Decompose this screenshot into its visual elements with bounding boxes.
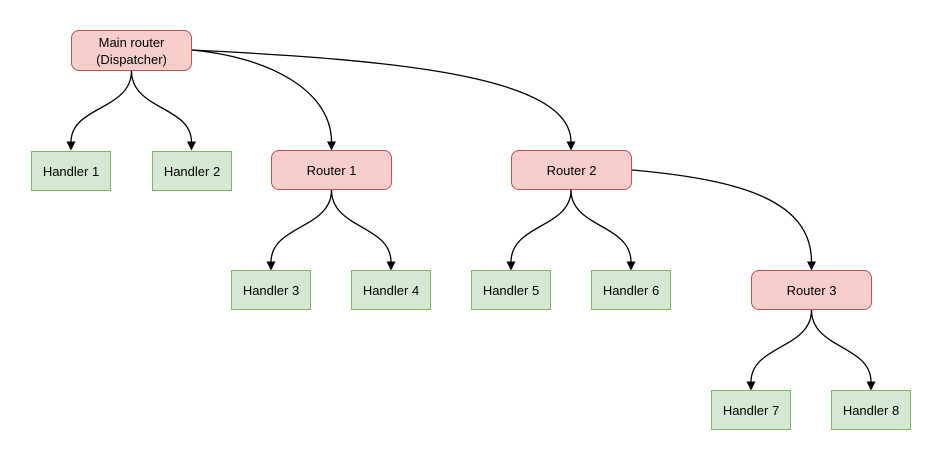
handler-8-label: Handler 8 [842,402,900,418]
node-handler-7[interactable]: Handler 7 [711,390,791,430]
router-3-label: Router 3 [786,282,837,298]
node-handler-1[interactable]: Handler 1 [31,151,111,191]
edge-router2-to-handler6 [570,189,636,271]
node-handler-8[interactable]: Handler 8 [831,390,911,430]
router-1-label: Router 1 [306,162,357,178]
node-router-3[interactable]: Router 3 [751,270,872,310]
main-router-label-line2: (Dispatcher) [96,51,167,67]
node-router-2[interactable]: Router 2 [511,150,632,190]
edge-main-to-handler2 [130,70,196,151]
node-handler-3[interactable]: Handler 3 [231,270,311,310]
node-handler-2[interactable]: Handler 2 [152,151,232,191]
main-router-label-line1: Main router [98,34,165,50]
edge-router1-to-handler4 [330,189,396,271]
edge-router3-to-handler7 [746,309,813,391]
handler-3-label: Handler 3 [242,282,300,298]
edge-main-to-handler1 [66,70,133,151]
edge-router2-to-handler5 [506,189,572,271]
node-handler-6[interactable]: Handler 6 [591,270,671,310]
edge-router3-to-handler8 [810,309,876,391]
edge-router2-to-router3 [631,169,816,271]
handler-1-label: Handler 1 [42,163,100,179]
handler-6-label: Handler 6 [602,282,660,298]
handler-5-label: Handler 5 [482,282,540,298]
node-handler-4[interactable]: Handler 4 [351,270,431,310]
node-router-1[interactable]: Router 1 [271,150,392,190]
node-handler-5[interactable]: Handler 5 [471,270,551,310]
handler-7-label: Handler 7 [722,402,780,418]
edge-main-to-router1 [191,49,336,151]
edge-router1-to-handler3 [266,189,333,271]
router-2-label: Router 2 [546,162,597,178]
edge-main-to-router2 [191,49,576,151]
handler-2-label: Handler 2 [163,163,221,179]
node-main-router[interactable]: Main router (Dispatcher) [71,30,192,71]
handler-4-label: Handler 4 [362,282,420,298]
